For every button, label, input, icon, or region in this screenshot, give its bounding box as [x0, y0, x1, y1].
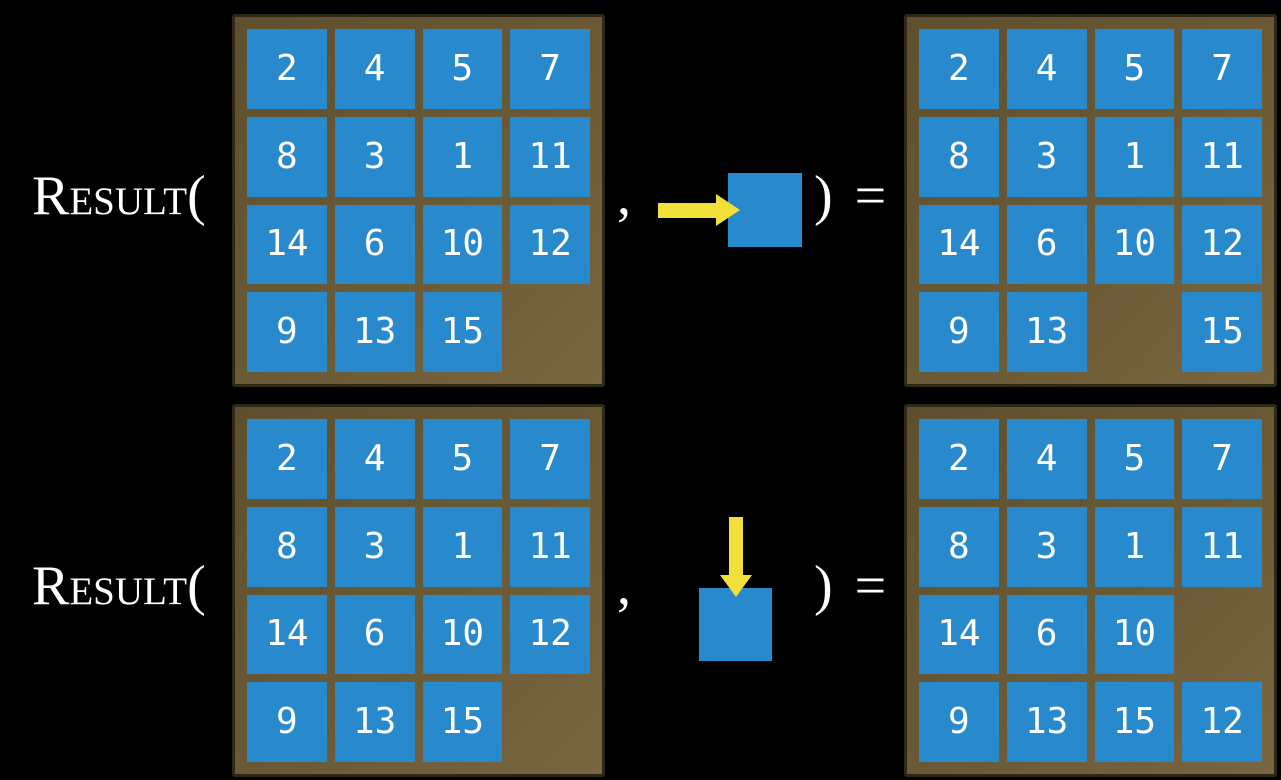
puzzle-tile: 6 — [334, 594, 415, 675]
puzzle-tile: 10 — [422, 594, 503, 675]
puzzle-tile: 6 — [1006, 204, 1087, 285]
puzzle-tile: 3 — [1006, 506, 1087, 587]
puzzle-tile: 9 — [919, 292, 999, 372]
puzzle-tile: 13 — [1006, 682, 1087, 762]
puzzle-tile: 4 — [334, 419, 415, 499]
puzzle-tile: 3 — [334, 116, 415, 197]
puzzle-tile: 14 — [247, 594, 327, 675]
puzzle-tile: 13 — [334, 292, 415, 372]
puzzle-tile: 11 — [510, 116, 590, 197]
puzzle-tile: 12 — [1182, 682, 1262, 762]
puzzle-tile: 8 — [919, 116, 999, 197]
puzzle-tile: 15 — [1094, 682, 1175, 762]
empty-cell — [510, 682, 590, 762]
blank-tile-square — [699, 588, 772, 661]
down-arrow-head-icon — [720, 575, 752, 597]
puzzle-tile: 7 — [1182, 419, 1262, 499]
move-down-action-icon — [699, 517, 772, 661]
puzzle-tile: 12 — [510, 594, 590, 675]
puzzle-tile: 7 — [510, 419, 590, 499]
puzzle-tile: 10 — [422, 204, 503, 285]
puzzle-tile: 11 — [1182, 506, 1262, 587]
down-arrow-shaft-icon — [729, 517, 743, 575]
puzzle-tile: 7 — [510, 29, 590, 109]
puzzle-tile: 15 — [1182, 292, 1262, 372]
puzzle-tile: 8 — [919, 506, 999, 587]
puzzle-tile: 15 — [422, 292, 503, 372]
puzzle-tile: 3 — [1006, 116, 1087, 197]
close-paren-equals: ) = — [814, 165, 887, 227]
puzzle-tile: 5 — [422, 29, 503, 109]
puzzle-tile: 8 — [247, 116, 327, 197]
puzzle-tile: 14 — [919, 594, 999, 675]
puzzle-tile: 4 — [1006, 29, 1087, 109]
puzzle-tile: 5 — [422, 419, 503, 499]
puzzle-tile: 6 — [334, 204, 415, 285]
empty-cell — [510, 292, 590, 372]
empty-cell — [1095, 292, 1175, 372]
puzzle-tile: 4 — [1006, 419, 1087, 499]
puzzle-tile: 2 — [919, 29, 999, 109]
comma-separator: , — [617, 555, 631, 617]
puzzle-tile: 10 — [1094, 204, 1175, 285]
right-arrow-head-icon — [716, 194, 740, 226]
puzzle-tile: 4 — [334, 29, 415, 109]
result-function-label: Result( — [32, 555, 206, 617]
puzzle-tile: 9 — [919, 682, 999, 762]
result-function-label: Result( — [32, 165, 206, 227]
right-arrow-shaft-icon — [658, 203, 716, 218]
close-paren-equals: ) = — [814, 555, 887, 617]
puzzle-tile: 13 — [1006, 292, 1087, 372]
puzzle-tile: 15 — [422, 682, 503, 762]
puzzle-tile: 14 — [919, 204, 999, 285]
puzzle-tile: 12 — [1182, 204, 1262, 285]
puzzle-tile: 11 — [510, 506, 590, 587]
puzzle-tile: 9 — [247, 292, 327, 372]
puzzle-tile: 14 — [247, 204, 327, 285]
puzzle-tile: 7 — [1182, 29, 1262, 109]
puzzle-tile: 1 — [1094, 506, 1175, 587]
puzzle-tile: 9 — [247, 682, 327, 762]
empty-cell — [1182, 595, 1262, 675]
puzzle-tile: 6 — [1006, 594, 1087, 675]
comma-separator: , — [617, 165, 631, 227]
puzzle-tile: 2 — [247, 419, 327, 499]
puzzle-tile: 11 — [1182, 116, 1262, 197]
puzzle-tile: 13 — [334, 682, 415, 762]
puzzle-tile: 1 — [422, 506, 503, 587]
blank-tile-square — [728, 173, 802, 247]
puzzle-tile: 12 — [510, 204, 590, 285]
move-right-action-icon — [658, 173, 802, 247]
puzzle-tile: 1 — [422, 116, 503, 197]
puzzle-tile: 5 — [1094, 29, 1175, 109]
puzzle-tile: 8 — [247, 506, 327, 587]
puzzle-tile: 1 — [1094, 116, 1175, 197]
puzzle-tile: 5 — [1094, 419, 1175, 499]
puzzle-tile: 3 — [334, 506, 415, 587]
puzzle-tile: 2 — [919, 419, 999, 499]
puzzle-tile: 10 — [1094, 594, 1175, 675]
puzzle-tile: 2 — [247, 29, 327, 109]
